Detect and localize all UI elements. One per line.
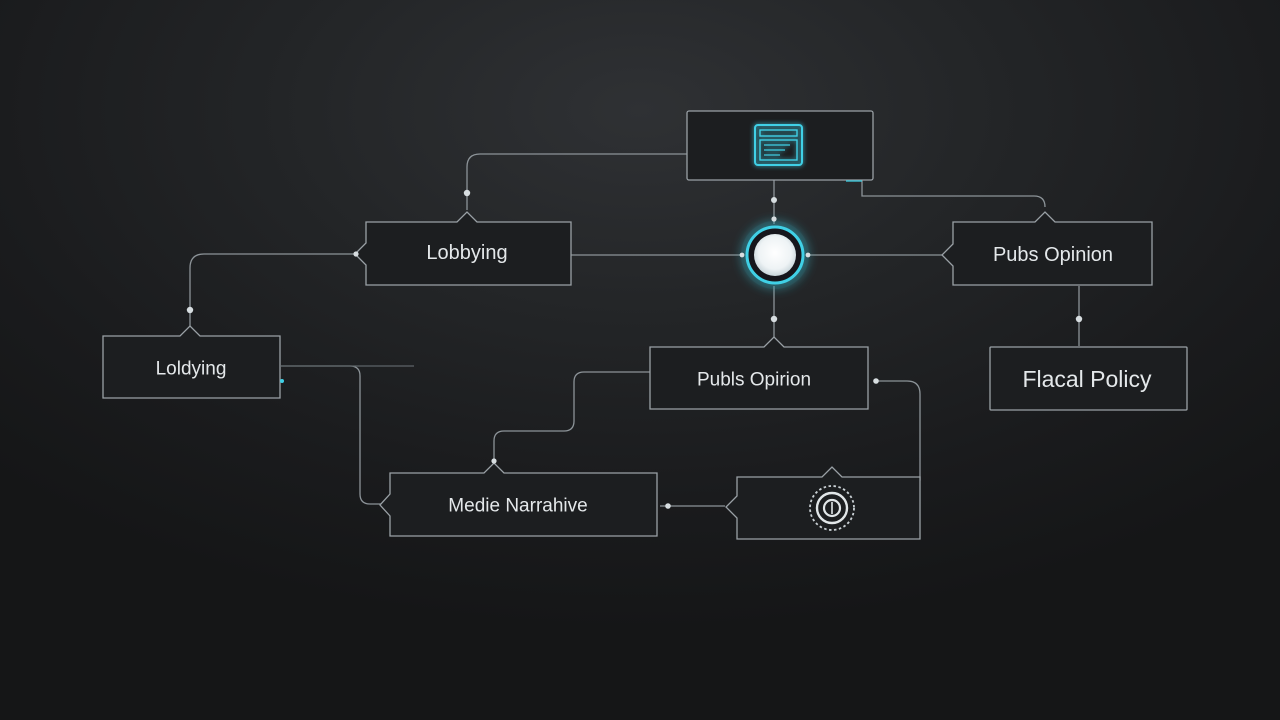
edge-lobbying-left-media <box>281 365 381 505</box>
node-public-opinion-right-label: Pubs Opinion <box>993 244 1113 266</box>
node-lobbying-main[interactable]: Lobbying <box>354 211 572 286</box>
node-lobbying-main-label: Lobbying <box>426 242 507 264</box>
node-public-opinion-right[interactable]: Pubs Opinion <box>941 211 1153 286</box>
node-public-opinion-center-label: Publs Opirion <box>697 370 811 391</box>
edge-public-opinion-center-media <box>493 371 650 462</box>
node-fiscal-policy[interactable]: Flacal Policy <box>989 346 1188 411</box>
node-lobbying-left[interactable]: Loldying <box>102 325 281 399</box>
glowing-circle-icon[interactable] <box>741 221 809 289</box>
node-lobbying-left-label: Loldying <box>156 359 227 380</box>
node-fiscal-policy-label: Flacal Policy <box>1022 366 1152 392</box>
node-media-narrative-label: Medie Narrahive <box>448 496 587 517</box>
node-target-card[interactable] <box>725 466 921 540</box>
connector-dots <box>186 180 1083 509</box>
edge-target-public-opinion-center <box>876 380 921 481</box>
edge-top-card-public-opinion-right <box>861 180 1046 208</box>
edge-lobbying-lobbying-left <box>189 253 356 326</box>
connectors <box>189 153 1080 507</box>
node-public-opinion-center[interactable]: Publs Opirion <box>649 336 869 410</box>
window-icon <box>754 124 803 166</box>
node-media-narrative[interactable]: Medie Narrahive <box>379 462 658 537</box>
target-icon <box>809 485 855 531</box>
node-top-card[interactable] <box>686 110 874 181</box>
edge-top-card-lobbying <box>466 153 687 210</box>
